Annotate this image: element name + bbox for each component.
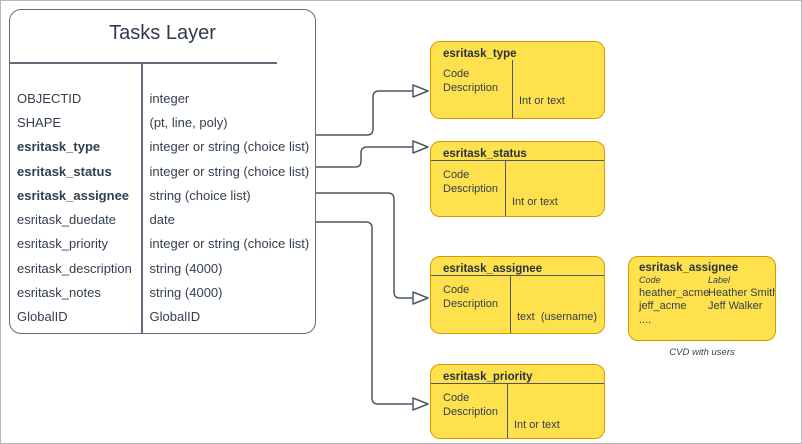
cvd-user-row: heather_acme Heather Smith xyxy=(639,286,776,299)
connector-esritask-type xyxy=(316,90,413,136)
arrowhead-icon xyxy=(412,291,429,305)
tasks-layer-title: Tasks Layer xyxy=(109,22,216,44)
domain-left-column: Code Description xyxy=(443,169,499,195)
domain-title: esritask_type xyxy=(443,48,517,60)
field-row-esritask-notes: esritask_notes string (4000) xyxy=(17,285,223,301)
field-row-esritask-status: esritask_status integer or string (choic… xyxy=(17,163,310,179)
cvd-user-row: jeff_acme Jeff Walker xyxy=(639,300,763,312)
domain-left-column: Code Description xyxy=(443,392,499,418)
arrowhead-icon xyxy=(412,397,429,411)
field-row-esritask-description: esritask_description string (4000) xyxy=(17,260,223,276)
arrowhead-icon xyxy=(412,84,429,98)
node-esritask-assignee[interactable]: esritask_assignee Code Description text … xyxy=(430,256,605,334)
connector-esritask-assignee xyxy=(316,192,413,299)
field-row-esritask-duedate: esritask_duedate date xyxy=(17,212,175,228)
cvd-column-headers: Code Label xyxy=(639,275,731,285)
node-esritask-priority[interactable]: esritask_priority Code Description Int o… xyxy=(430,364,605,439)
column-divider xyxy=(141,62,143,333)
field-row-shape: SHAPE (pt, line, poly) xyxy=(17,114,228,130)
domain-left-column: Code Description xyxy=(443,284,499,310)
arrowhead-icon xyxy=(412,140,429,154)
domain-title: esritask_assignee xyxy=(431,257,604,276)
domain-title: esritask_priority xyxy=(431,365,604,384)
cvd-title: esritask_assignee xyxy=(639,262,739,274)
field-row-objectid: OBJECTID integer xyxy=(17,90,190,106)
connector-esritask-priority xyxy=(316,221,413,405)
field-row-globalid: GlobalID GlobalID xyxy=(17,309,201,325)
node-esritask-type[interactable]: esritask_type Code Description Int or te… xyxy=(430,41,605,119)
domain-right-column: Int or text text (255) xyxy=(505,161,604,216)
domain-left-column: Code Description xyxy=(443,68,499,94)
title-divider xyxy=(10,62,277,64)
connector-esritask-status xyxy=(316,146,413,168)
field-row-esritask-priority: esritask_priority integer or string (cho… xyxy=(17,236,310,252)
domain-right-column: Int or text text (255) xyxy=(512,60,604,118)
node-tasks-layer[interactable]: Tasks Layer OBJECTID integer SHAPE (pt, … xyxy=(9,9,316,334)
field-list: OBJECTID integer SHAPE (pt, line, poly) … xyxy=(10,86,315,329)
domain-right-column: Int or text text (255) xyxy=(507,384,604,438)
cvd-caption: CVD with users xyxy=(669,347,735,358)
node-esritask-status[interactable]: esritask_status Code Description Int or … xyxy=(430,141,605,217)
domain-right-column: text (username) text (255) xyxy=(510,276,604,333)
cvd-user-row: .... xyxy=(639,313,652,326)
node-esritask-assignee-cvd[interactable]: esritask_assignee Code Label heather_acm… xyxy=(628,256,776,341)
field-row-esritask-assignee: esritask_assignee string (choice list) xyxy=(17,187,251,203)
field-row-esritask-type: esritask_type integer or string (choice … xyxy=(17,139,310,155)
domain-title: esritask_status xyxy=(431,142,604,161)
